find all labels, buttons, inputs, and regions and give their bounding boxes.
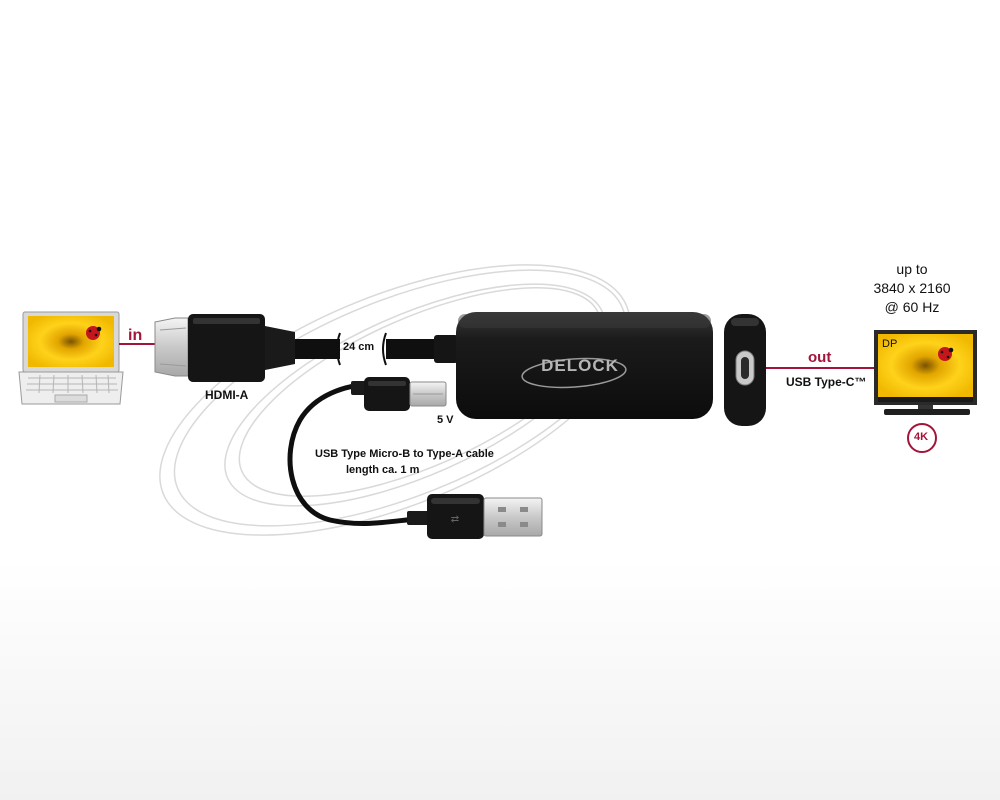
output-label: out — [808, 349, 832, 366]
resolution-line3: @ 60 Hz — [884, 299, 940, 315]
usb-a-plug: ⇄ — [407, 494, 543, 539]
voltage-label: 5 V — [437, 414, 454, 426]
cable-length-label: 24 cm — [343, 341, 375, 353]
dp-label: DP — [882, 338, 898, 350]
usb-cable-label-line2: length ca. 1 m — [346, 464, 420, 476]
svg-text:⇄: ⇄ — [451, 514, 459, 525]
usb-c-end — [724, 314, 766, 426]
delock-logo: DELOCK — [521, 356, 627, 389]
resolution-line2: 3840 x 2160 — [873, 280, 951, 296]
resolution-info: up to 3840 x 2160 @ 60 Hz — [862, 260, 962, 317]
brand-label: DELOCK — [541, 356, 619, 375]
monitor-icon — [874, 330, 977, 415]
usb-cable-label-line1: USB Type Micro-B to Type-A cable — [315, 448, 494, 460]
usb-c-port — [735, 350, 755, 386]
fourk-badge — [907, 423, 937, 453]
ladybug-image — [28, 316, 114, 367]
hdmi-cable — [295, 332, 458, 366]
laptop-icon — [18, 311, 124, 405]
resolution-line1: up to — [896, 261, 928, 277]
input-label: in — [128, 327, 143, 344]
fourk-label: 4K — [914, 431, 929, 443]
hdmi-plug — [154, 314, 295, 382]
hdmi-label: HDMI-A — [205, 388, 249, 402]
usb-c-label: USB Type-C™ — [786, 375, 867, 389]
adapter-body: DELOCK — [456, 312, 713, 419]
micro-usb-plug — [287, 377, 447, 526]
